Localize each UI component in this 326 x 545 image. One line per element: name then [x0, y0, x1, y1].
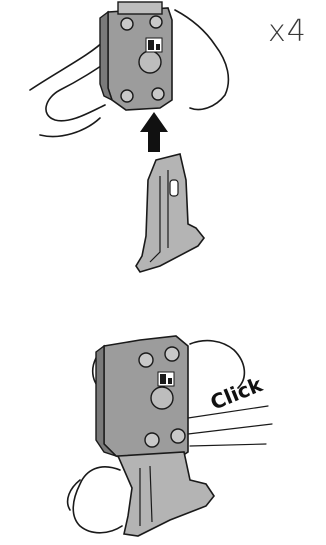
click-motion-lines: [188, 406, 272, 446]
hole-e: [171, 429, 185, 443]
hole-top-left: [121, 18, 133, 30]
hole-center: [139, 51, 161, 73]
lower-bracket-part: [136, 154, 204, 272]
step-1-group: [30, 2, 228, 272]
hole-bottom-right: [152, 88, 164, 100]
hole-bottom-left: [121, 90, 133, 102]
hole-top-right: [150, 16, 162, 28]
hole-b: [165, 347, 179, 361]
lock-icon-bottom: [158, 372, 174, 386]
hole-a: [139, 353, 153, 367]
quantity-label: x4: [268, 14, 307, 49]
assembled-lower-part: [118, 452, 214, 536]
hole-d: [145, 433, 159, 447]
insert-up-arrow: [140, 112, 168, 152]
step-2-group: Click: [68, 336, 272, 536]
lower-bracket-slot: [170, 180, 178, 196]
click-label: Click: [207, 372, 266, 415]
hole-c: [151, 387, 173, 409]
top-bracket-clip: [118, 2, 162, 14]
lock-unlock-icon: [146, 38, 162, 52]
